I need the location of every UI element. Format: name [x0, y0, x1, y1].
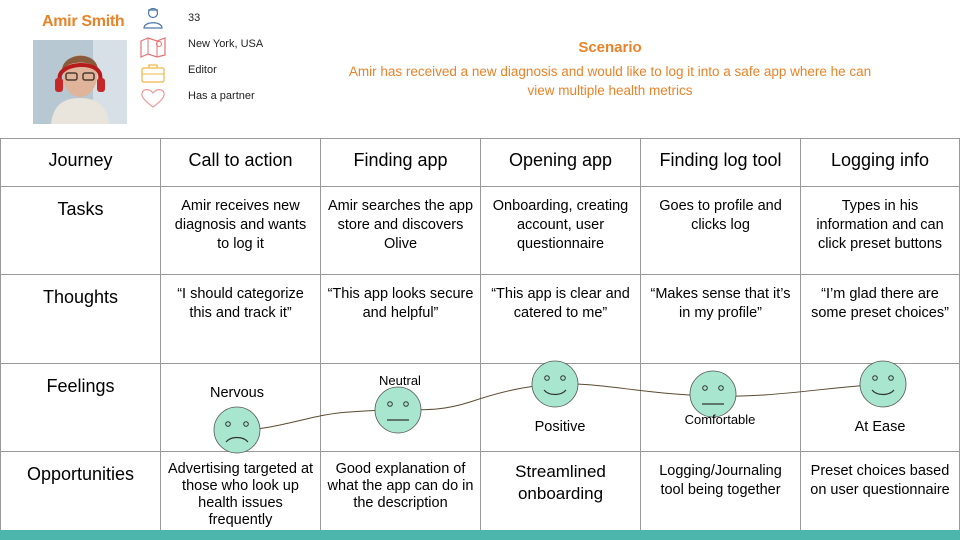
persona-name: Amir Smith — [42, 13, 125, 30]
feeling-cell — [481, 364, 641, 452]
task-cell: Types in his information and can click p… — [801, 187, 960, 275]
stage-header: Finding log tool — [641, 139, 801, 187]
heart-icon — [141, 89, 165, 108]
persona-photo-illustration — [33, 40, 127, 124]
stage-header: Finding app — [321, 139, 481, 187]
row-label-thoughts: Thoughts — [0, 275, 161, 364]
thought-cell: “I should categorize this and track it” — [161, 275, 321, 364]
persona-job: Editor — [188, 64, 217, 76]
scenario-text: Amir has received a new diagnosis and wo… — [348, 64, 872, 98]
journey-map-table: Journey Call to action Finding app Openi… — [0, 138, 960, 531]
task-cell: Onboarding, creating account, user quest… — [481, 187, 641, 275]
stage-header: Opening app — [481, 139, 641, 187]
feeling-cell — [641, 364, 801, 452]
row-label-feelings: Feelings — [0, 364, 161, 452]
opportunity-cell: Good explanation of what the app can do … — [321, 452, 481, 531]
opportunity-cell: Preset choices based on user questionnai… — [801, 452, 960, 531]
feeling-cell — [801, 364, 960, 452]
thought-cell: “This app is clear and catered to me” — [481, 275, 641, 364]
persona-location: New York, USA — [188, 38, 264, 50]
opportunity-cell: Advertising targeted at those who look u… — [161, 452, 321, 531]
row-label-opportunities: Opportunities — [0, 452, 161, 531]
stage-header: Call to action — [161, 139, 321, 187]
scenario-title: Scenario — [578, 39, 642, 56]
feeling-cell — [161, 364, 321, 452]
persona-photo — [33, 40, 127, 124]
task-cell: Amir searches the app store and discover… — [321, 187, 481, 275]
briefcase-icon — [141, 64, 165, 83]
stage-header: Logging info — [801, 139, 960, 187]
row-label-journey: Journey — [0, 139, 161, 187]
map-icon — [140, 37, 166, 58]
task-cell: Amir receives new diagnosis and wants to… — [161, 187, 321, 275]
person-icon — [143, 7, 163, 29]
opportunity-cell: Streamlined onboarding — [481, 452, 641, 531]
row-label-tasks: Tasks — [0, 187, 161, 275]
persona-age: 33 — [188, 12, 201, 24]
thought-cell: “This app looks secure and helpful” — [321, 275, 481, 364]
thought-cell: “I’m glad there are some preset choices” — [801, 275, 960, 364]
opportunity-cell: Logging/Journaling tool being together — [641, 452, 801, 531]
feeling-cell — [321, 364, 481, 452]
thought-cell: “Makes sense that it’s in my profile” — [641, 275, 801, 364]
persona-relationship: Has a partner — [188, 90, 255, 102]
footer-accent-bar — [0, 530, 960, 540]
task-cell: Goes to profile and clicks log — [641, 187, 801, 275]
